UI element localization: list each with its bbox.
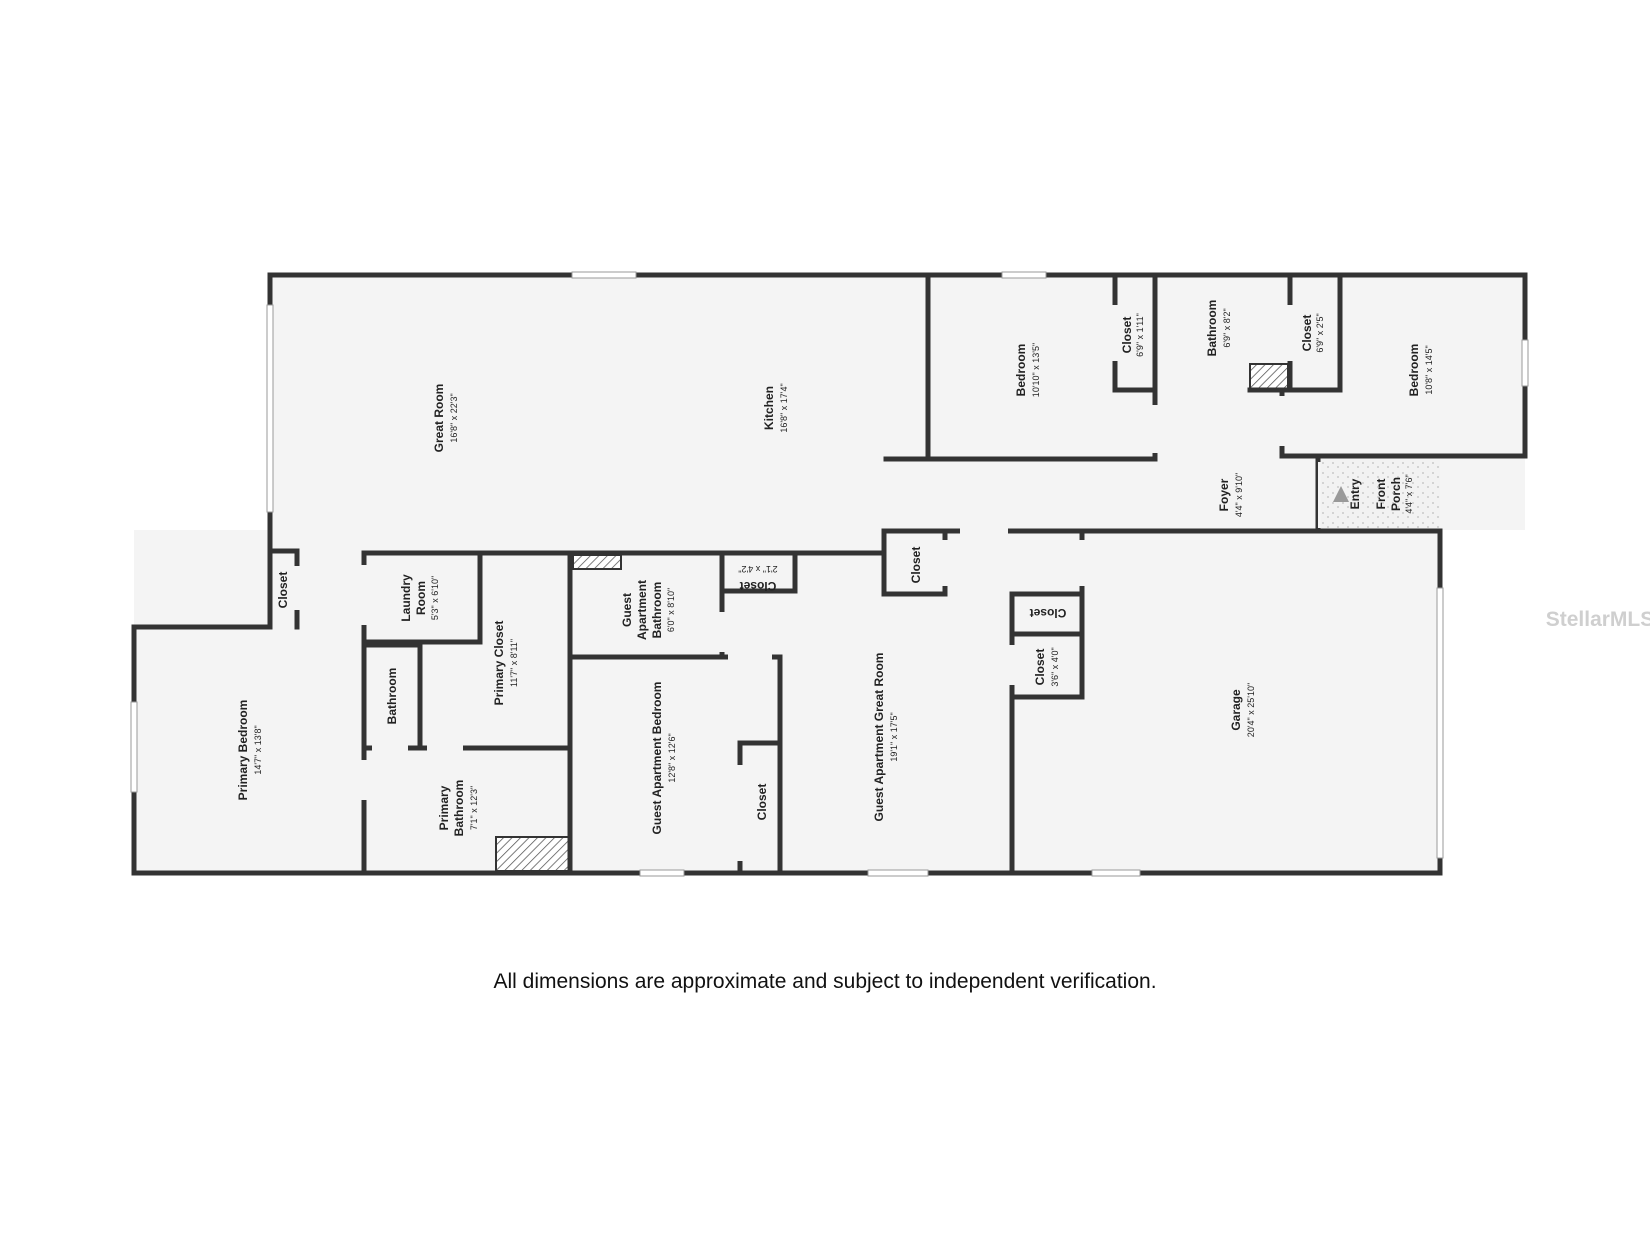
dim-closet-a: 6'9" x 1'11" [1135, 313, 1145, 357]
room-primary-bath: Primary Bathroom 7'1" x 12'3" [437, 780, 479, 837]
room-great-room: Great Room 16'8" x 22'3" [432, 384, 459, 453]
room-primary-bedroom: Primary Bedroom 14'7" x 13'8" [236, 700, 263, 801]
dim-guest-bath: 6'0" x 8'10" [666, 588, 676, 632]
room-bathroom-a: Bathroom 6'9" x 8'2" [1205, 300, 1232, 357]
dim-closet-garage-low: 3'6" x 4'0" [1050, 647, 1060, 686]
dim-guest-bedroom: 12'8" x 12'6" [667, 733, 677, 782]
room-bedroom-a: Bedroom 10'10" x 13'5" [1014, 343, 1041, 397]
dim-bathroom-a: 6'9" x 8'2" [1222, 308, 1232, 347]
dim-garage: 20'4" x 25'10" [1246, 683, 1256, 737]
label-porch-1: Entry [1348, 478, 1362, 509]
label-closet-garage-low: Closet [1033, 649, 1047, 686]
dim-primary-bedroom: 14'7" x 13'8" [253, 725, 263, 774]
room-guest-bedroom: Guest Apartment Bedroom 12'8" x 12'6" [650, 682, 677, 835]
label-foyer: Foyer [1217, 478, 1231, 511]
label-closet-a: Closet [1120, 317, 1134, 354]
watermark: StellarMLS [1546, 608, 1650, 631]
room-guest-bath: Guest Apartment Bathroom 6'0" x 8'10" [620, 580, 676, 640]
dim-porch: 4'4" x 7'6" [1404, 474, 1414, 513]
label-garage: Garage [1229, 689, 1243, 731]
dim-closet-small: 2'1" x 4'2" [738, 564, 777, 574]
room-front-porch: Entry Front Porch 4'4" x 7'6" [1348, 474, 1414, 513]
label-guest-bath-3: Bathroom [650, 582, 664, 639]
floor-area [134, 275, 1525, 873]
room-bathroom-small: Bathroom [385, 668, 399, 725]
label-guest-bath-2: Apartment [635, 580, 649, 640]
openings [130, 271, 1529, 877]
label-closet-garage-mid: Closet [1030, 606, 1067, 620]
dim-bedroom-a: 10'10" x 13'5" [1031, 343, 1041, 397]
label-primary-bedroom: Primary Bedroom [236, 700, 250, 801]
room-foyer: Foyer 4'4" x 9'10" [1217, 473, 1244, 517]
room-kitchen: Kitchen 16'8" x 17'4" [762, 383, 789, 432]
fireplace-hatch [1249, 363, 1289, 391]
hatch-guest-bath [572, 554, 622, 570]
label-laundry-1: Laundry [399, 574, 413, 622]
dim-primary-closet: 11'7" x 8'11" [509, 639, 519, 687]
label-laundry-2: Room [414, 581, 428, 615]
room-garage: Garage 20'4" x 25'10" [1229, 683, 1256, 737]
label-closet-b: Closet [1300, 315, 1314, 352]
dim-laundry: 5'3" x 6'10" [430, 576, 440, 620]
dim-foyer: 4'4" x 9'10" [1234, 473, 1244, 517]
dim-kitchen: 16'8" x 17'4" [779, 383, 789, 432]
label-porch-2: Front [1374, 479, 1388, 510]
dim-great-room: 16'8" x 22'3" [449, 393, 459, 442]
label-closet-hall: Closet [276, 572, 290, 609]
label-primary-bath-1: Primary [437, 785, 451, 830]
door-gaps [294, 305, 1321, 861]
room-closet-garage-mid: Closet [1030, 606, 1067, 620]
label-guest-great-room: Guest Apartment Great Room [872, 653, 886, 822]
room-guest-great-room: Guest Apartment Great Room 19'1" x 17'5" [872, 653, 899, 822]
label-primary-bath-2: Bathroom [452, 780, 466, 837]
label-bedroom-a: Bedroom [1014, 344, 1028, 397]
room-closet-hall: Closet [276, 572, 290, 609]
label-kitchen: Kitchen [762, 386, 776, 430]
label-closet-garage-top: Closet [909, 547, 923, 584]
label-bathroom-a: Bathroom [1205, 300, 1219, 357]
label-porch-3: Porch [1389, 477, 1403, 511]
room-closet-guest-bed: Closet [755, 784, 769, 821]
label-closet-guest-bed: Closet [755, 784, 769, 821]
room-closet-garage-top: Closet [909, 547, 923, 584]
room-closet-small: Closet 2'1" x 4'2" [738, 564, 777, 593]
room-closet-b: Closet 6'9" x 2'5" [1300, 313, 1325, 352]
dim-primary-bath: 7'1" x 12'3" [469, 786, 479, 830]
entry-arrow-icon [1333, 486, 1349, 502]
label-bathroom-small: Bathroom [385, 668, 399, 725]
label-guest-bath-1: Guest [620, 593, 634, 627]
label-closet-small: Closet [740, 579, 777, 593]
room-closet-garage-low: Closet 3'6" x 4'0" [1033, 647, 1060, 686]
hatch-primary-bath [495, 836, 571, 872]
room-laundry: Laundry Room 5'3" x 6'10" [399, 574, 440, 622]
room-closet-a: Closet 6'9" x 1'11" [1120, 313, 1145, 357]
label-great-room: Great Room [432, 384, 446, 453]
label-bedroom-b: Bedroom [1407, 344, 1421, 397]
dim-bedroom-b: 10'8" x 14'5" [1424, 345, 1434, 394]
dim-closet-b: 6'9" x 2'5" [1315, 313, 1325, 352]
room-primary-closet: Primary Closet 11'7" x 8'11" [492, 621, 519, 706]
dim-guest-great-room: 19'1" x 17'5" [889, 712, 899, 761]
room-bedroom-b: Bedroom 10'8" x 14'5" [1407, 344, 1434, 397]
label-primary-closet: Primary Closet [492, 621, 506, 706]
footer-note: All dimensions are approximate and subje… [493, 970, 1157, 993]
label-guest-bedroom: Guest Apartment Bedroom [650, 682, 664, 835]
